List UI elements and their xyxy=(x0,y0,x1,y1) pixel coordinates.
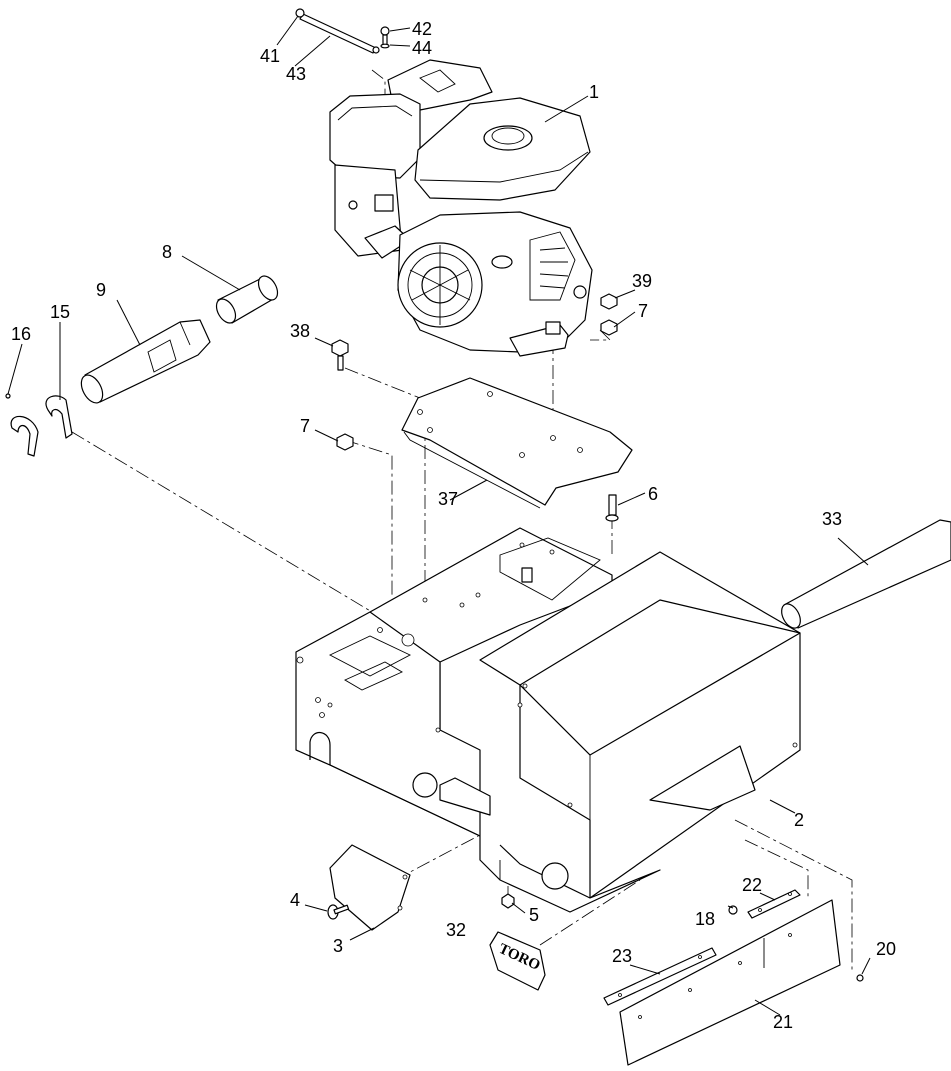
exhaust-tube-9 xyxy=(80,319,211,404)
callout-16: 16 xyxy=(11,324,31,344)
callout-39: 39 xyxy=(632,271,652,291)
governor-rod xyxy=(295,8,380,54)
assembly-lines xyxy=(71,69,853,970)
shield-3 xyxy=(329,844,411,931)
strip-22 xyxy=(747,889,801,919)
nut-5 xyxy=(501,893,515,909)
callout-22: 22 xyxy=(742,875,762,895)
callout-2: 2 xyxy=(794,810,804,830)
logo-badge-32: TORO xyxy=(489,931,546,991)
callout-21: 21 xyxy=(773,1012,793,1032)
callout-38: 38 xyxy=(290,321,310,341)
scraper-21 xyxy=(619,899,841,1066)
callout-37: 37 xyxy=(438,489,458,509)
callout-18: 18 xyxy=(695,909,715,929)
clamp-16 xyxy=(5,393,39,457)
callout-20: 20 xyxy=(876,939,896,959)
strip-23 xyxy=(603,947,717,1006)
callout-32: 32 xyxy=(446,920,466,940)
callout-9: 9 xyxy=(96,280,106,300)
callout-3: 3 xyxy=(333,936,343,956)
callout-7-upper: 7 xyxy=(638,301,648,321)
bolt-38 xyxy=(331,339,349,371)
callout-1: 1 xyxy=(589,82,599,102)
callout-7-lower: 7 xyxy=(300,416,310,436)
nut-7-lower xyxy=(336,433,354,451)
clamp-15 xyxy=(45,395,73,439)
callout-8: 8 xyxy=(162,242,172,262)
leader-lines xyxy=(7,15,871,1016)
callout-41: 41 xyxy=(260,46,280,66)
callout-43: 43 xyxy=(286,64,306,84)
bolt-4 xyxy=(327,904,350,920)
callout-42: 42 xyxy=(412,19,432,39)
callout-23: 23 xyxy=(612,946,632,966)
callout-5: 5 xyxy=(529,905,539,925)
callout-33: 33 xyxy=(822,509,842,529)
bolt-6 xyxy=(605,494,619,522)
nut-7-upper xyxy=(600,319,618,336)
chute-tube-33 xyxy=(781,519,951,629)
nut-18 xyxy=(728,905,738,915)
callout-4: 4 xyxy=(290,890,300,910)
mount-plate-37 xyxy=(401,377,633,509)
nut-39 xyxy=(600,293,618,310)
frame-2 xyxy=(295,527,801,913)
screw-42-washer-44 xyxy=(380,26,390,49)
callout-15: 15 xyxy=(50,302,70,322)
screw-20 xyxy=(856,974,864,982)
callouts: 1 2 3 4 5 6 7 7 8 9 15 16 18 20 21 22 23… xyxy=(11,19,896,1032)
muffler-sleeve-8 xyxy=(215,275,279,324)
engine xyxy=(329,59,593,357)
callout-44: 44 xyxy=(412,38,432,58)
callout-6: 6 xyxy=(648,484,658,504)
